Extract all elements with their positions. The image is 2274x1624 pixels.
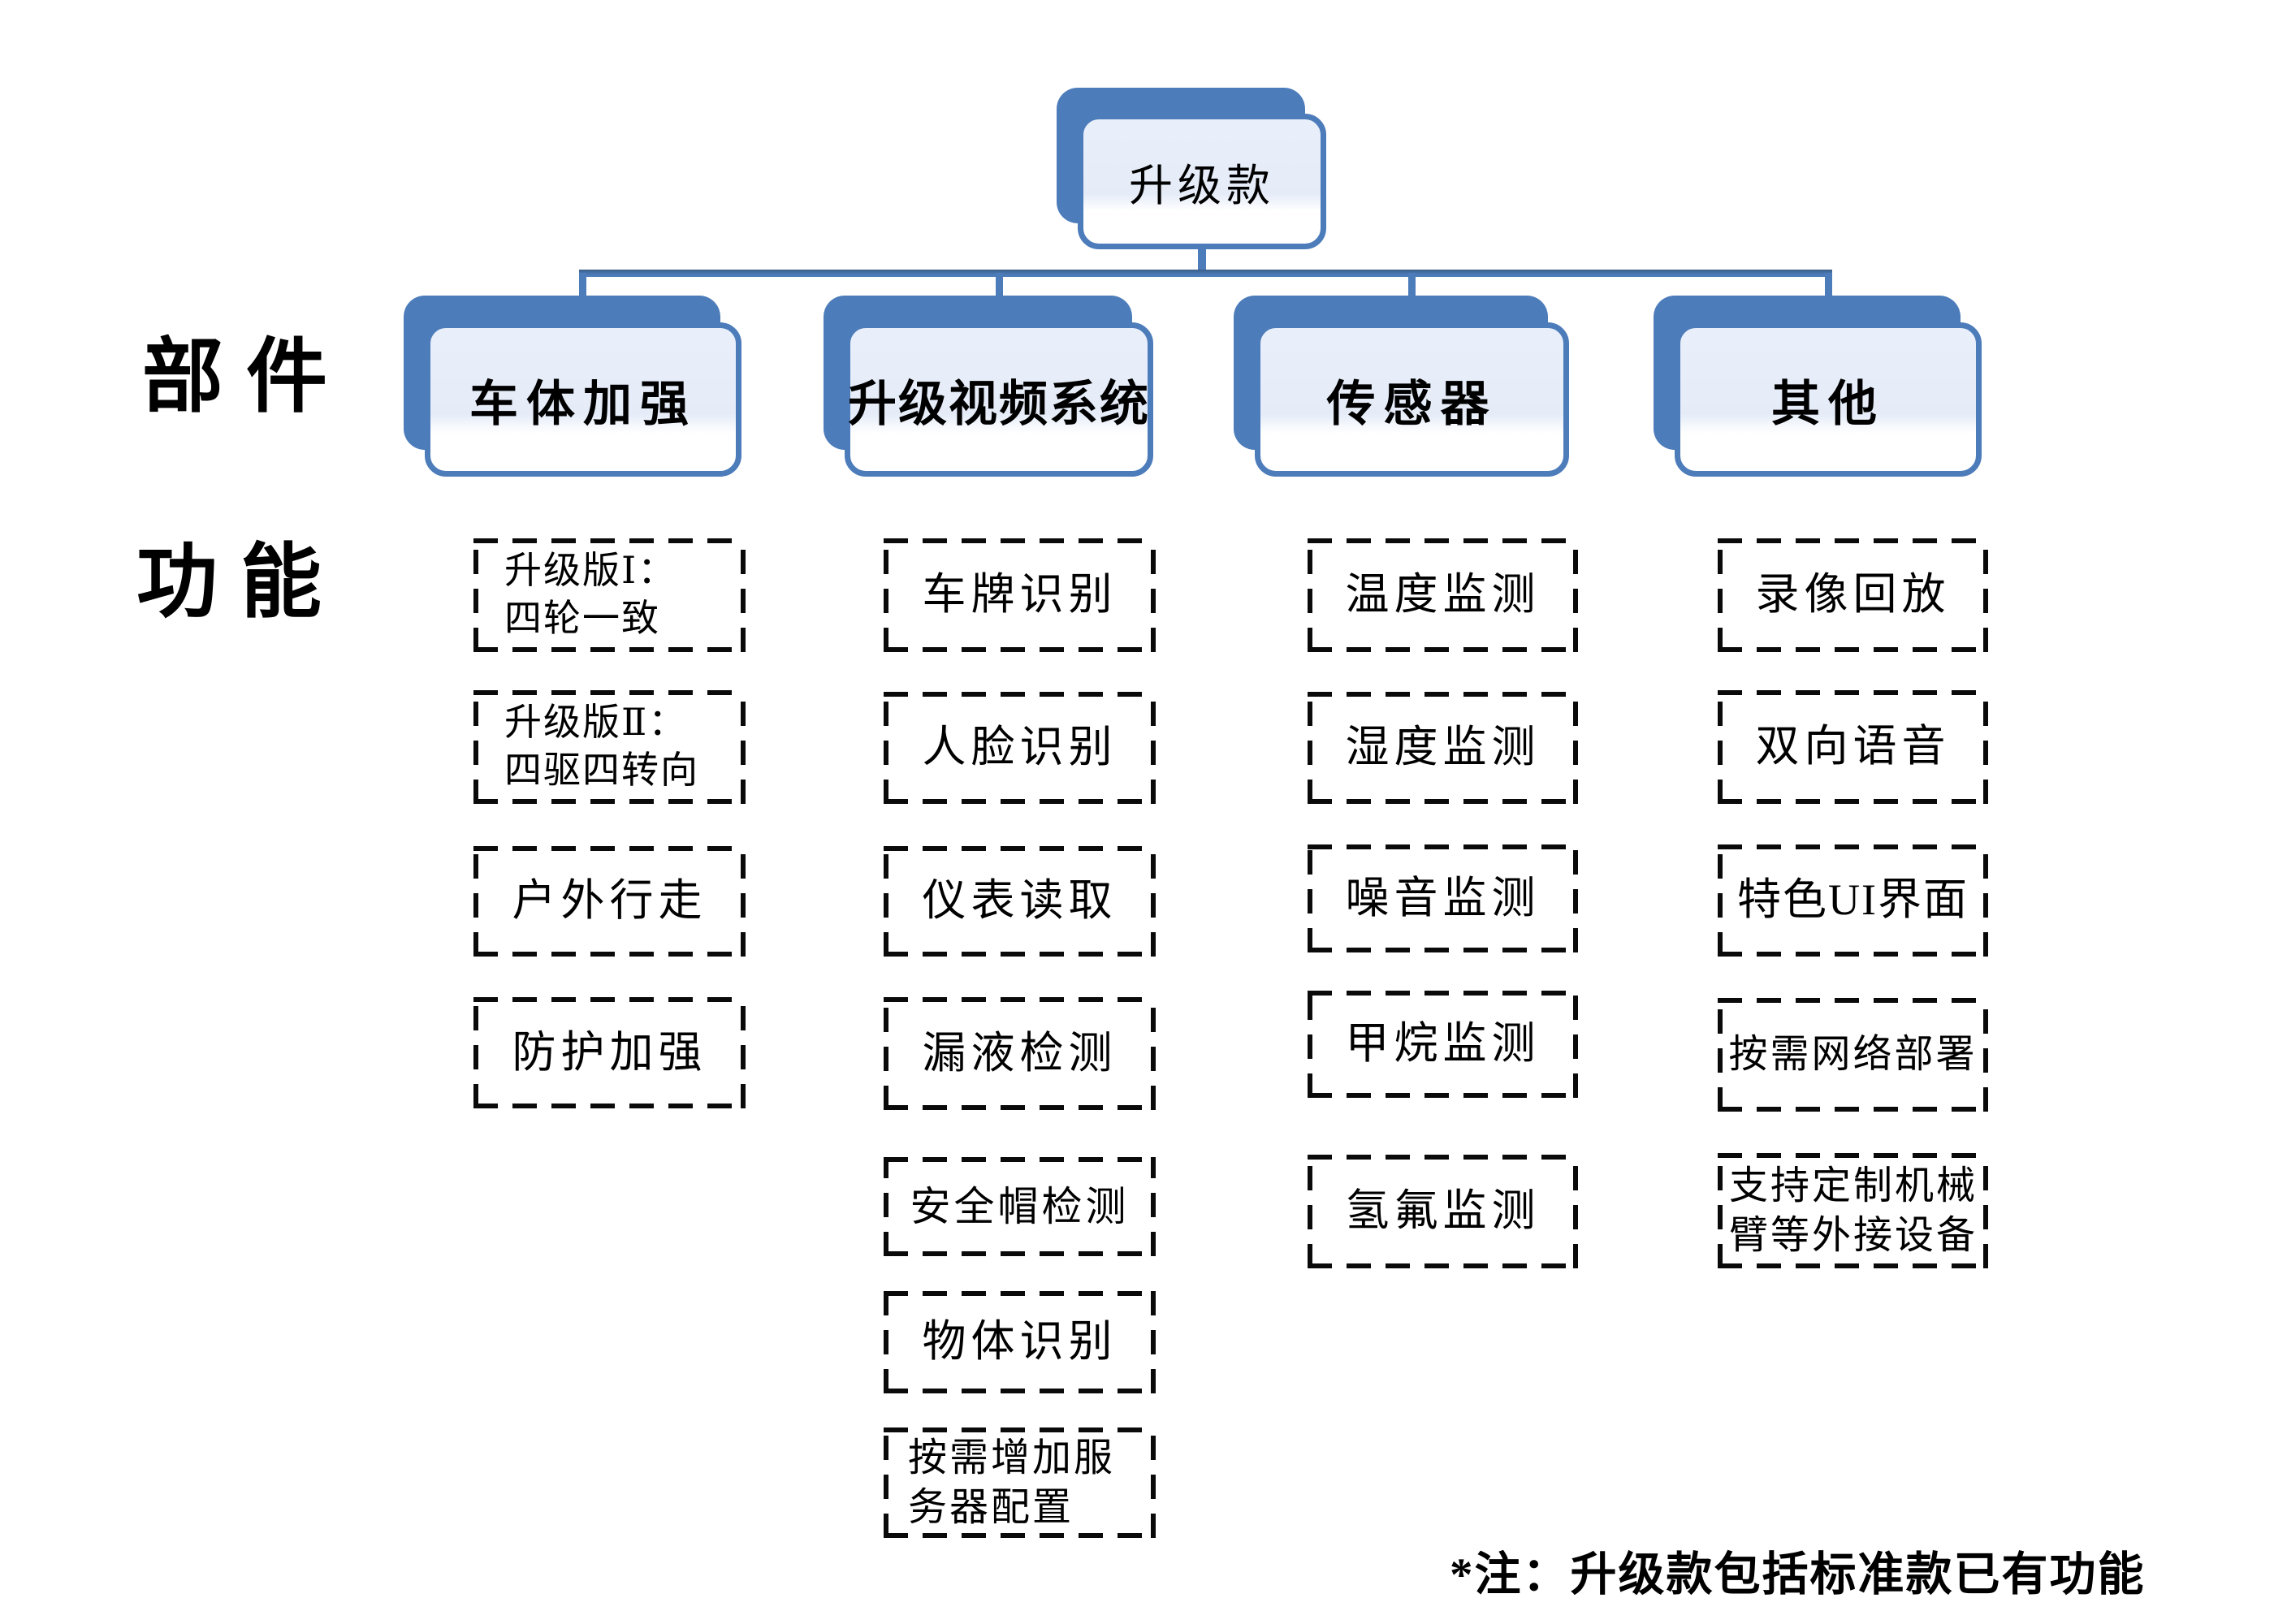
connector-drop-3	[1408, 273, 1416, 312]
feature-label: 漏液检测	[922, 1028, 1118, 1078]
feature-box-video-playback: 录像回放	[1718, 538, 1988, 652]
feature-label: 务器配置	[908, 1486, 1074, 1529]
category-node-box: 升级视频系统	[845, 322, 1153, 477]
feature-label: 仪表读取	[922, 876, 1118, 926]
category-node-box: 车体加强	[425, 322, 741, 477]
footnote: *注：升级款包括标准款已有功能	[1450, 1549, 2146, 1600]
feature-box-two-way-audio: 双向语音	[1718, 690, 1988, 804]
category-node-video: 升级视频系统	[824, 296, 1153, 477]
feature-box-face-recognition: 人脸识别	[884, 692, 1156, 804]
feature-label: 臂等外接设备	[1729, 1214, 1978, 1257]
feature-box-temperature: 温度监测	[1308, 538, 1578, 652]
feature-label: 人脸识别	[922, 723, 1118, 772]
category-label: 车体加强	[469, 377, 697, 431]
feature-box-methane: 甲烷监测	[1308, 991, 1578, 1098]
category-node-other: 其他	[1654, 296, 1982, 477]
feature-box-outdoor-walk: 户外行走	[473, 846, 746, 957]
feature-box-humidity: 湿度监测	[1308, 692, 1578, 804]
feature-box-plate-recognition: 车牌识别	[884, 538, 1156, 652]
feature-label: 噪音监测	[1345, 873, 1541, 922]
feature-label: 温度监测	[1345, 570, 1541, 620]
feature-label: 车牌识别	[922, 570, 1118, 620]
feature-label: 按需网络部署	[1728, 1033, 1978, 1077]
feature-label: 升级版Ⅰ：	[504, 550, 677, 592]
feature-box-upgrade-2: 升级版Ⅱ： 四驱四转向	[473, 690, 746, 804]
feature-box-hydrogen-fluoride: 氢氟监测	[1308, 1155, 1578, 1268]
feature-label: 防护加强	[512, 1027, 707, 1077]
root-node: 升级款	[1057, 88, 1326, 249]
feature-label: 四轮一致	[504, 598, 660, 639]
feature-box-noise: 噪音监测	[1308, 844, 1578, 952]
feature-label: 录像回放	[1755, 570, 1951, 620]
feature-label: 安全帽检测	[910, 1184, 1130, 1229]
feature-box-server-config: 按需增加服 务器配置	[884, 1427, 1156, 1538]
feature-box-network-deploy: 按需网络部署	[1718, 998, 1988, 1112]
feature-box-helmet-detection: 安全帽检测	[884, 1157, 1156, 1256]
row-label-components: 部件	[142, 332, 350, 422]
feature-label: 甲烷监测	[1345, 1019, 1541, 1069]
feature-label: 四驱四转向	[504, 749, 699, 791]
category-node-box: 其他	[1675, 322, 1982, 477]
feature-box-protection: 防护加强	[473, 997, 746, 1108]
connector-drop-1	[579, 273, 586, 312]
category-node-box: 传感器	[1255, 322, 1569, 477]
feature-label: 湿度监测	[1345, 723, 1541, 772]
feature-label: 升级版Ⅱ：	[504, 702, 688, 744]
category-label: 升级视频系统	[848, 377, 1150, 431]
connector-horizontal-line	[579, 270, 1832, 277]
feature-box-ui: 特色UI界面	[1718, 844, 1988, 957]
connector-drop-2	[996, 273, 1003, 312]
category-node-body: 车体加强	[404, 296, 741, 477]
feature-box-meter-reading: 仪表读取	[884, 846, 1156, 957]
feature-label: 户外行走	[512, 876, 707, 926]
connector-root-stub	[1198, 244, 1206, 274]
feature-label: 物体识别	[922, 1317, 1118, 1367]
category-node-sensor: 传感器	[1234, 296, 1569, 477]
feature-box-leak-detection: 漏液检测	[884, 997, 1156, 1110]
row-label-functions: 功能	[136, 538, 344, 628]
feature-label: 氢氟监测	[1345, 1186, 1541, 1236]
feature-label: 特色UI界面	[1737, 875, 1969, 925]
category-label: 其他	[1771, 377, 1885, 431]
feature-label: 支持定制机械	[1729, 1164, 1978, 1207]
category-label: 传感器	[1326, 377, 1498, 431]
root-node-box: 升级款	[1078, 114, 1326, 249]
feature-label: 按需增加服	[908, 1436, 1116, 1479]
root-node-label: 升级款	[1129, 162, 1275, 210]
feature-box-upgrade-1: 升级版Ⅰ： 四轮一致	[473, 538, 746, 652]
feature-box-object-recognition: 物体识别	[884, 1291, 1156, 1393]
feature-box-robotic-arm: 支持定制机械 臂等外接设备	[1718, 1153, 1988, 1268]
connector-drop-4	[1825, 273, 1832, 312]
feature-label: 双向语音	[1755, 722, 1951, 771]
